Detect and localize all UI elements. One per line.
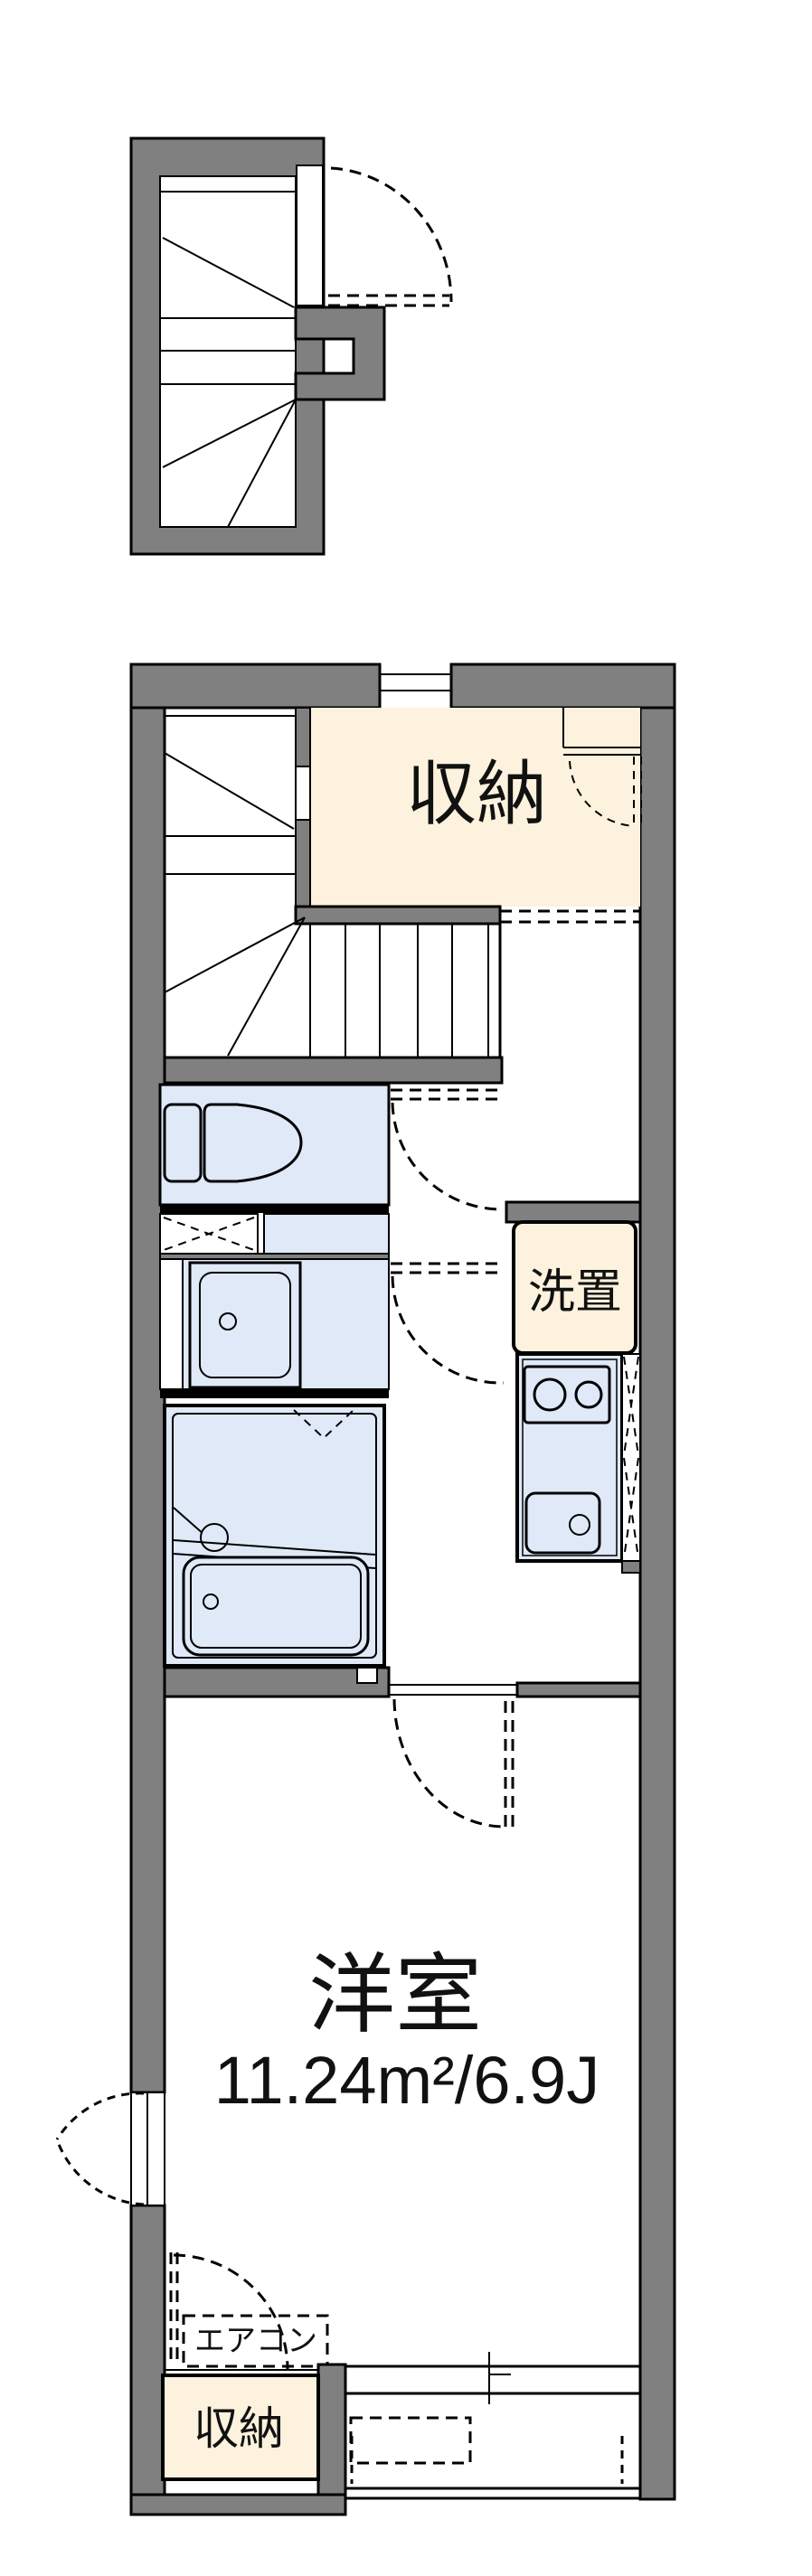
toilet-bottom-wall-line xyxy=(160,1205,389,1213)
top-wall-right xyxy=(449,663,676,710)
main-block-walls xyxy=(129,663,676,2516)
washbasin-inner xyxy=(199,1272,291,1378)
left-wall-upper xyxy=(129,706,166,2094)
porch-wall xyxy=(294,306,386,401)
toilet-door-swing-arc xyxy=(391,1102,505,1211)
bath-wall-notch xyxy=(356,1667,378,1684)
aircon-label: エアコン xyxy=(194,2324,317,2358)
right-wall xyxy=(638,706,676,2501)
lower-closet-right-wall xyxy=(316,2363,347,2496)
kitchen-top-wall xyxy=(505,1200,642,1224)
pipe-space xyxy=(621,1353,641,1562)
closet-bottom-wall xyxy=(294,905,502,926)
western-room-size: 11.24m²/6.9J xyxy=(214,2043,600,2118)
stair2f-winder-line xyxy=(164,752,295,830)
western-room-label: 洋室 xyxy=(308,1947,482,2044)
closet-wall-niche xyxy=(295,766,311,821)
stair2f-fan-line-1 xyxy=(164,917,306,993)
bottom-nook: エアコン 収納 xyxy=(161,2252,347,2496)
kitchen-sink xyxy=(524,1491,601,1555)
left-window xyxy=(55,2092,165,2206)
closet-left-wall-a xyxy=(295,707,311,767)
entry-door-swing-arc xyxy=(330,166,453,303)
closet-upper-label: 収納 xyxy=(406,754,547,833)
bathroom xyxy=(163,1404,386,1668)
stair1f-fan-line-1 xyxy=(162,399,297,468)
washroom-cabinet xyxy=(159,1258,184,1390)
closet-lower-label: 収納 xyxy=(194,2403,284,2454)
bathtub xyxy=(182,1556,370,1657)
bath-bottom-wall xyxy=(163,1666,391,1698)
stairs-bottom-wall xyxy=(163,1056,504,1085)
bath-drain-cover xyxy=(200,1523,229,1552)
closet-left-wall-b xyxy=(295,819,311,912)
top-window xyxy=(378,664,453,708)
toilet-bowl xyxy=(203,1103,303,1183)
stairs-2f xyxy=(163,715,504,1085)
left-window-swing-arc-top xyxy=(55,2092,145,2140)
kitchen-counter-inner xyxy=(522,1359,618,1556)
stair1f-fan-line-2 xyxy=(227,399,297,528)
aircon-outline xyxy=(182,2314,329,2368)
kitchen-bottom-stub xyxy=(621,1560,641,1574)
closet-upper-floor xyxy=(310,708,640,907)
western-room: 洋室 11.24m²/6.9J xyxy=(163,1666,642,2118)
duct-box-cross-2 xyxy=(163,1217,255,1251)
washroom-divider xyxy=(159,1253,390,1260)
pipe-space-cross-1b xyxy=(623,1356,639,1456)
lower-closet-door-swing-arc xyxy=(173,2253,289,2371)
laundry-label: 洗置 xyxy=(528,1266,622,1319)
bath-step-line-1 xyxy=(173,1539,376,1556)
room-door-swing-arc xyxy=(392,1698,504,1829)
left-wall-lower xyxy=(129,2204,166,2516)
bathtub-inner xyxy=(190,1564,362,1649)
stove-burner-left xyxy=(533,1377,567,1412)
stair-block-1f xyxy=(129,136,453,556)
bottom-wall-left xyxy=(129,2493,347,2516)
washroom xyxy=(159,1213,505,1398)
stove-burner-right xyxy=(574,1380,603,1409)
kitchen-sink-drain xyxy=(569,1514,590,1536)
entry-door-leaf xyxy=(296,165,324,306)
lower-closet-box xyxy=(161,2374,320,2481)
pipe-space-cross-2b xyxy=(623,1457,639,1559)
top-window-opening xyxy=(380,664,451,708)
stair1f-winder-line xyxy=(162,237,295,308)
washroom-door-swing-arc xyxy=(391,1275,505,1385)
washroom-bottom-wall-line xyxy=(160,1389,389,1398)
bathtub-drain xyxy=(203,1594,219,1610)
closet-upper-room: 収納 xyxy=(294,707,642,926)
washbasin-outer xyxy=(188,1261,302,1389)
bath-inner-line xyxy=(172,1413,377,1659)
veranda-dashed-box xyxy=(349,2416,472,2465)
toilet-room xyxy=(158,1083,505,1213)
washbasin-faucet xyxy=(219,1312,237,1330)
top-wall-left xyxy=(129,663,382,710)
toilet-tank xyxy=(163,1103,203,1183)
kitchen-area: 洗置 xyxy=(505,1200,642,1574)
closet-door-swing-arc xyxy=(569,760,636,827)
stair2f-fan-line-2 xyxy=(227,917,306,1057)
bottom-window-veranda xyxy=(345,2352,640,2500)
room-top-wall-right xyxy=(515,1681,642,1698)
